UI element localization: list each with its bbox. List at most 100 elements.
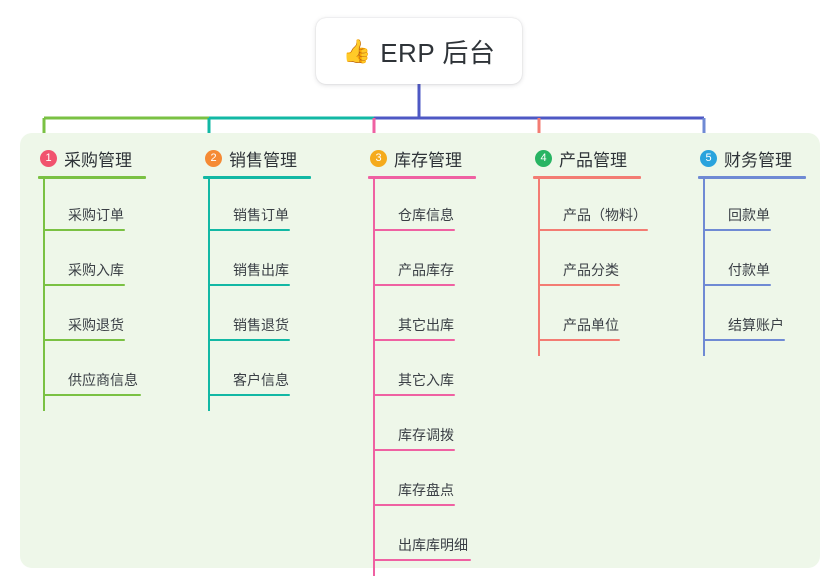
branch-header[interactable]: 5 财务管理: [698, 145, 806, 171]
leaf-item-label: 产品单位: [563, 317, 619, 333]
root-node[interactable]: 👍 ERP 后台: [316, 18, 522, 84]
root-title: ERP 后台: [380, 37, 496, 68]
branch-underline: [368, 176, 476, 179]
leaf-item-underline: [373, 394, 455, 396]
leaf-item-underline: [703, 284, 771, 286]
leaf-item-label: 客户信息: [233, 372, 289, 388]
leaf-item-label: 销售出库: [233, 262, 289, 278]
leaf-item-underline: [43, 339, 125, 341]
leaf-item-underline: [373, 284, 455, 286]
thumbs-up-icon: 👍: [342, 37, 372, 64]
branches-panel: [20, 133, 820, 568]
leaf-item-underline: [208, 339, 290, 341]
leaf-item[interactable]: 其它出库: [368, 289, 476, 344]
branch-number-badge: 5: [700, 149, 717, 167]
leaf-item-label: 回款单: [728, 207, 770, 223]
branch-item-list: 产品（物料） 产品分类产品单位: [533, 179, 648, 356]
branch-stem: [373, 179, 375, 576]
branch-title: 财务管理: [724, 150, 792, 170]
branch-header[interactable]: 2 销售管理: [203, 145, 311, 171]
leaf-item[interactable]: 结算账户: [698, 289, 806, 344]
leaf-item-underline: [208, 284, 290, 286]
leaf-item[interactable]: 其它入库: [368, 344, 476, 399]
leaf-item[interactable]: 采购订单: [38, 179, 146, 234]
branch-header[interactable]: 1 采购管理: [38, 145, 146, 171]
branch-underline: [203, 176, 311, 179]
branch-underline: [533, 176, 641, 179]
branch-underline: [38, 176, 146, 179]
branch-header[interactable]: 3 库存管理: [368, 145, 476, 171]
leaf-item[interactable]: 仓库信息: [368, 179, 476, 234]
branch-title: 产品管理: [559, 150, 627, 170]
leaf-item[interactable]: 产品（物料）: [533, 179, 648, 234]
leaf-item[interactable]: 供应商信息: [38, 344, 146, 399]
leaf-item[interactable]: 回款单: [698, 179, 806, 234]
leaf-item[interactable]: 库存盘点: [368, 454, 476, 509]
leaf-item-label: 库存调拨: [398, 427, 454, 443]
leaf-item-underline: [43, 394, 141, 396]
leaf-item-underline: [208, 394, 290, 396]
leaf-item-label: 其它入库: [398, 372, 454, 388]
branch-stem: [208, 179, 210, 411]
branch-title: 采购管理: [64, 150, 132, 170]
leaf-item-label: 库存盘点: [398, 482, 454, 498]
leaf-item-label: 结算账户: [728, 317, 784, 333]
branch-number-badge: 4: [535, 149, 552, 167]
branch-column-2: 2 销售管理销售订单销售出库销售退货客户信息: [203, 145, 311, 411]
leaf-item[interactable]: 采购入库: [38, 234, 146, 289]
leaf-item-label: 产品库存: [398, 262, 454, 278]
leaf-item-label: 销售订单: [233, 207, 289, 223]
branch-title: 库存管理: [394, 150, 462, 170]
branch-item-list: 仓库信息产品库存其它出库其它入库库存调拨库存盘点出库库明细: [368, 179, 476, 576]
leaf-item[interactable]: 付款单: [698, 234, 806, 289]
leaf-item-label: 销售退货: [233, 317, 289, 333]
leaf-item[interactable]: 产品单位: [533, 289, 641, 344]
leaf-item-label: 供应商信息: [68, 372, 138, 388]
leaf-item-label: 采购入库: [68, 262, 124, 278]
branch-number-badge: 1: [40, 149, 57, 167]
leaf-item-label: 出库库明细: [398, 537, 468, 553]
branch-item-list: 采购订单采购入库采购退货供应商信息: [38, 179, 146, 411]
leaf-item-underline: [703, 339, 785, 341]
leaf-item-underline: [373, 449, 455, 451]
leaf-item-label: 产品分类: [563, 262, 619, 278]
branch-title: 销售管理: [229, 150, 297, 170]
branch-underline: [698, 176, 806, 179]
branch-item-list: 销售订单销售出库销售退货客户信息: [203, 179, 311, 411]
leaf-item-underline: [373, 339, 455, 341]
leaf-item-underline: [538, 284, 620, 286]
leaf-item-underline: [43, 229, 125, 231]
leaf-item[interactable]: 出库库明细: [368, 509, 476, 564]
leaf-item-label: 付款单: [728, 262, 770, 278]
branch-stem: [538, 179, 540, 356]
branch-number-badge: 3: [370, 149, 387, 167]
branch-column-3: 3 库存管理仓库信息产品库存其它出库其它入库库存调拨库存盘点出库库明细: [368, 145, 476, 576]
branch-item-list: 回款单付款单结算账户: [698, 179, 806, 356]
leaf-item-label: 采购退货: [68, 317, 124, 333]
leaf-item-underline: [373, 504, 455, 506]
branch-stem: [703, 179, 705, 356]
leaf-item-label: 采购订单: [68, 207, 124, 223]
leaf-item-underline: [208, 229, 290, 231]
branch-column-5: 5 财务管理回款单付款单结算账户: [698, 145, 806, 356]
leaf-item[interactable]: 销售退货: [203, 289, 311, 344]
leaf-item[interactable]: 销售订单: [203, 179, 311, 234]
branch-stem: [43, 179, 45, 411]
branch-number-badge: 2: [205, 149, 222, 167]
leaf-item-underline: [43, 284, 125, 286]
leaf-item-underline: [373, 229, 455, 231]
branch-column-4: 4 产品管理产品（物料） 产品分类产品单位: [533, 145, 648, 356]
leaf-item[interactable]: 产品库存: [368, 234, 476, 289]
leaf-item[interactable]: 销售出库: [203, 234, 311, 289]
leaf-item-underline: [703, 229, 771, 231]
leaf-item[interactable]: 库存调拨: [368, 399, 476, 454]
leaf-item[interactable]: 客户信息: [203, 344, 311, 399]
leaf-item-underline: [538, 229, 648, 231]
leaf-item[interactable]: 产品分类: [533, 234, 641, 289]
branch-header[interactable]: 4 产品管理: [533, 145, 641, 171]
leaf-item-label: 产品（物料）: [563, 207, 647, 223]
leaf-item[interactable]: 采购退货: [38, 289, 146, 344]
leaf-item-underline: [538, 339, 620, 341]
leaf-item-label: 其它出库: [398, 317, 454, 333]
